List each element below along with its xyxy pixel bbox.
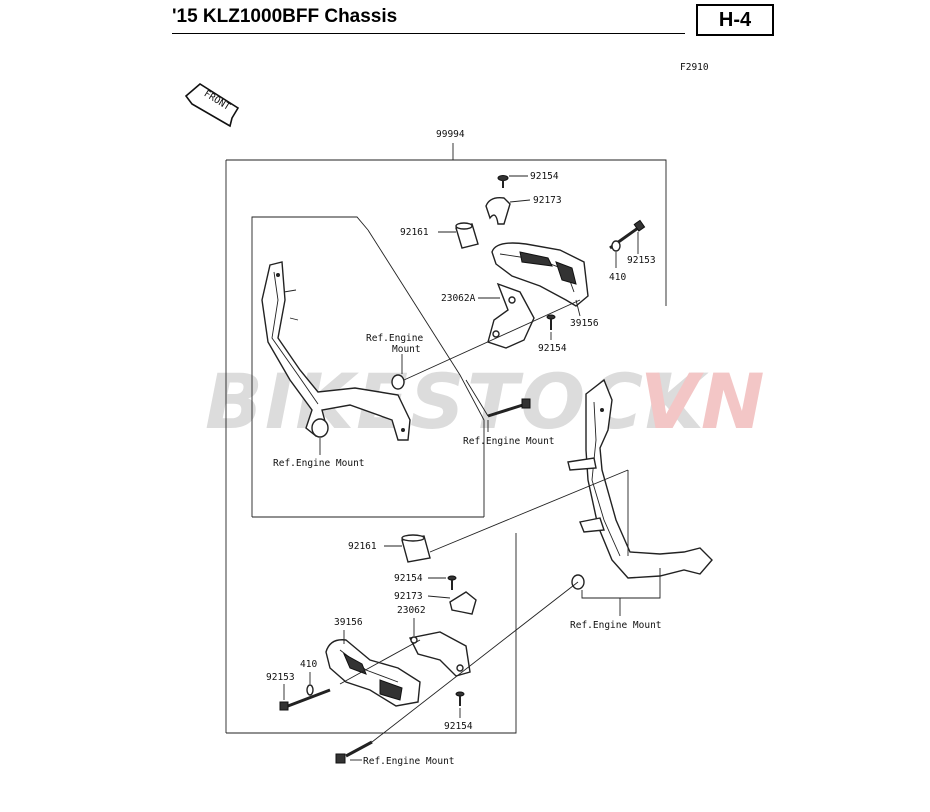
spacer-ref-a bbox=[391, 374, 405, 390]
bolt-ref-engine-mount-e bbox=[335, 740, 373, 764]
bolt-92153-bottom bbox=[279, 688, 331, 711]
label-92161-bottom: 92161 bbox=[348, 541, 377, 552]
bracket-23062A-top bbox=[487, 282, 535, 349]
front-arrow-icon: FRONT bbox=[184, 83, 240, 128]
right-frame-slider bbox=[567, 378, 713, 579]
label-23062-bottom: 23062 bbox=[397, 605, 426, 616]
slider-39156-bottom bbox=[325, 639, 421, 707]
slider-39156-top bbox=[491, 242, 589, 307]
label-410-bottom: 410 bbox=[300, 659, 317, 670]
washer-410-top bbox=[611, 240, 621, 252]
ref-engine-mount-b: Ref.Engine Mount bbox=[463, 436, 555, 447]
collar-92161-bottom bbox=[401, 534, 431, 563]
label-92173-top: 92173 bbox=[533, 195, 562, 206]
label-92161-top: 92161 bbox=[400, 227, 429, 238]
page-title: '15 KLZ1000BFF Chassis bbox=[172, 6, 398, 27]
ref-engine-mount-a2: Mount bbox=[392, 344, 421, 355]
ref-engine-mount-d: Ref.Engine Mount bbox=[570, 620, 662, 631]
watermark-text-vn: VN bbox=[640, 357, 766, 446]
header-rule bbox=[172, 33, 685, 34]
group-frame-left bbox=[251, 216, 369, 517]
ref-engine-mount-c: Ref.Engine Mount bbox=[273, 458, 365, 469]
page-code-box: H-4 bbox=[696, 4, 774, 36]
bracket-23062-bottom bbox=[408, 631, 471, 677]
label-92154-bottom: 92154 bbox=[394, 573, 423, 584]
label-23062A-top: 23062A bbox=[441, 293, 476, 304]
screw-92154-top-b bbox=[546, 314, 556, 330]
label-39156-top: 39156 bbox=[570, 318, 599, 329]
ref-engine-mount-a: Ref.Engine bbox=[366, 333, 423, 344]
collar-92161-top bbox=[455, 222, 479, 249]
label-92173-bottom: 92173 bbox=[394, 591, 423, 602]
clamp-92173-top bbox=[485, 196, 511, 225]
label-92154-bottom-b: 92154 bbox=[444, 721, 473, 732]
label-92153-bottom: 92153 bbox=[266, 672, 295, 683]
label-92154-top-b: 92154 bbox=[538, 343, 567, 354]
label-410-top: 410 bbox=[609, 272, 626, 283]
screw-92154-bottom bbox=[447, 575, 457, 590]
screw-92154-top bbox=[497, 175, 509, 188]
washer-410-bottom bbox=[306, 684, 314, 696]
assembly-bracket bbox=[225, 143, 667, 734]
label-92153-top: 92153 bbox=[627, 255, 656, 266]
label-39156-bottom: 39156 bbox=[334, 617, 363, 628]
ref-engine-mount-e: Ref.Engine Mount bbox=[363, 756, 455, 767]
label-92154-top: 92154 bbox=[530, 171, 559, 182]
screw-92154-bottom-b bbox=[455, 691, 465, 706]
bolt-ref-engine-mount-b bbox=[487, 398, 531, 418]
left-frame-slider bbox=[261, 261, 411, 441]
clamp-92173-bottom bbox=[449, 591, 477, 615]
label-99994: 99994 bbox=[436, 129, 465, 140]
figure-code: F2910 bbox=[680, 62, 709, 73]
